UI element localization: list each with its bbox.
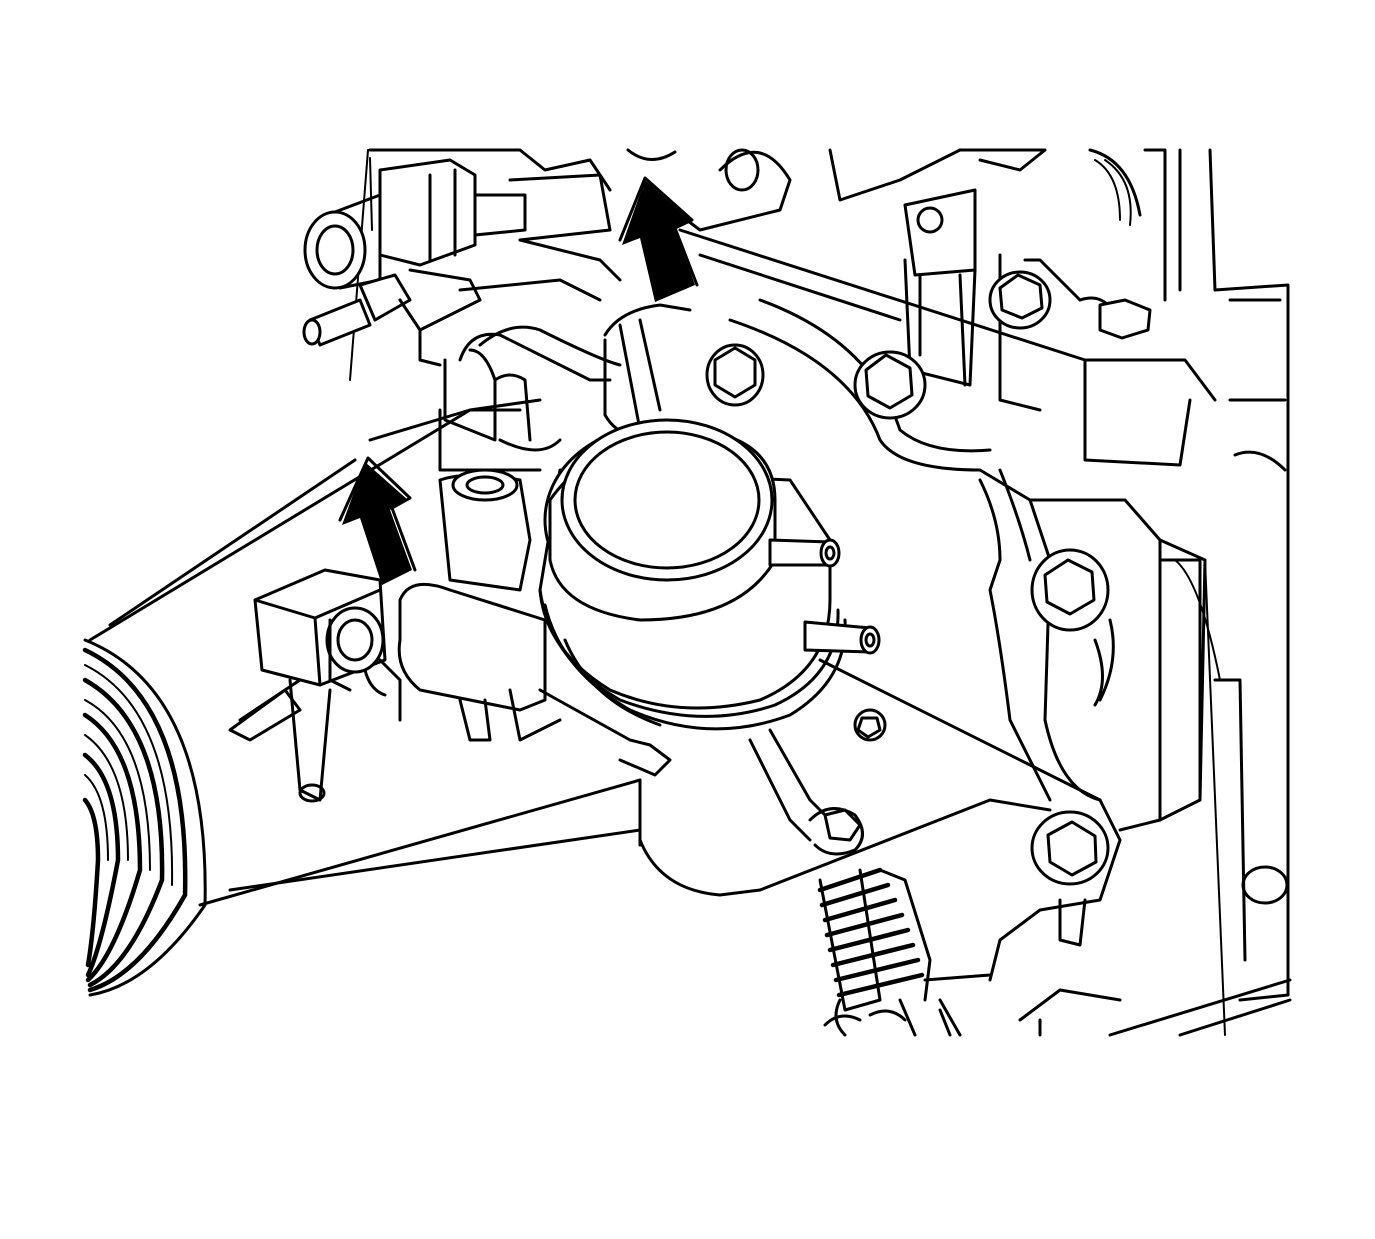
electrical-connector — [228, 568, 402, 803]
hose-spring-clamp — [808, 807, 952, 1037]
spring-coils — [817, 867, 925, 998]
belt-pulley — [82, 638, 207, 997]
vacuum-pump — [538, 418, 881, 842]
hose-connector — [302, 158, 622, 367]
up-arrow-icon — [342, 180, 695, 585]
pump-mounting-bracket — [397, 468, 672, 777]
mounting-bracket — [88, 398, 642, 907]
engine-block — [349, 148, 1292, 1037]
up-arrow-icon — [338, 176, 699, 572]
